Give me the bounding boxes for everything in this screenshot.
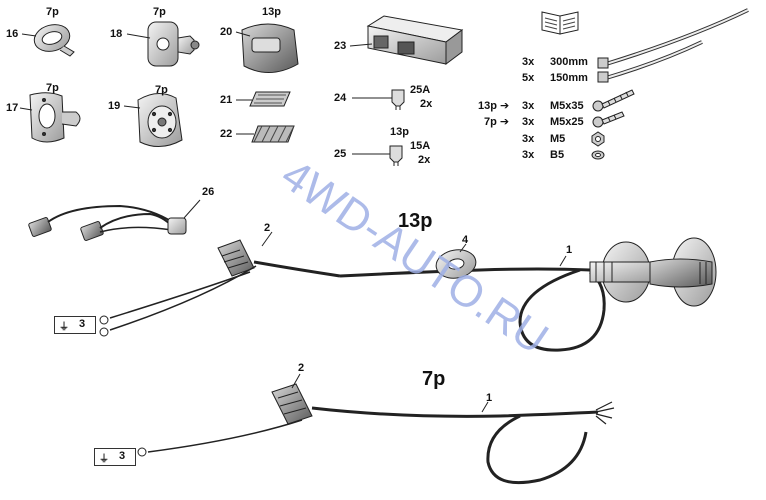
hw-spec: M5	[550, 133, 566, 145]
washer-b5-icon	[591, 150, 605, 160]
harness-7p	[137, 373, 615, 485]
hw-qty: 3x	[522, 149, 535, 161]
harness-13p-label-2: 2	[264, 222, 271, 234]
hw-spec: M5x25	[550, 116, 584, 128]
hw-spec: 150mm	[550, 72, 588, 84]
harness-13p	[99, 231, 717, 352]
screw-m5x35	[592, 89, 635, 112]
label-24-qty: 2x	[420, 98, 433, 110]
label-16-pins: 7p	[46, 6, 59, 18]
hw-qty: 3x	[522, 133, 535, 145]
harness-13p-label-1: 1	[566, 244, 573, 256]
part-26-adapter-harness	[28, 199, 201, 241]
part-21-pad	[236, 91, 291, 107]
hw-qty: 3x	[522, 116, 535, 128]
label-25-qty: 2x	[418, 154, 431, 166]
label-16: 16	[6, 28, 19, 40]
label-17-pins: 7p	[46, 82, 59, 94]
label-24-rating: 25A	[410, 84, 431, 96]
part-16-gasket	[21, 24, 75, 57]
label-25: 25	[334, 148, 347, 160]
part-22-pad	[236, 125, 295, 143]
harness-7p-label-2: 2	[298, 362, 305, 374]
label-20: 20	[220, 26, 233, 38]
label-19-pins: 7p	[155, 84, 168, 96]
hw-spec: M5x35	[550, 100, 584, 112]
hw-qty: 5x	[522, 72, 535, 84]
label-25-pins: 13p	[390, 126, 409, 138]
cable-tie-150mm	[597, 40, 703, 83]
ground-icon: ⏚	[99, 454, 109, 465]
label-25-rating: 15A	[410, 140, 431, 152]
label-21: 21	[220, 94, 233, 106]
book-icon	[541, 11, 579, 35]
hw-prefix: 7p ➔	[484, 116, 510, 128]
part-19-socket-7p	[123, 93, 183, 147]
part-18-flange	[126, 21, 200, 67]
label-23: 23	[334, 40, 347, 52]
label-18-pins: 7p	[153, 6, 166, 18]
label-19: 19	[108, 100, 121, 112]
part-23-module	[349, 15, 464, 65]
harness-7p-title: 7p	[422, 368, 446, 390]
hw-qty: 3x	[522, 56, 535, 68]
part-24-fuse	[352, 89, 405, 110]
hw-spec: B5	[550, 149, 565, 161]
ground-box-13p: ⏚ 3	[54, 316, 96, 334]
ground-icon: ⏚	[59, 322, 69, 333]
hw-prefix: 13p ➔	[478, 100, 510, 112]
label-24: 24	[334, 92, 347, 104]
label-18: 18	[110, 28, 123, 40]
part-25-fuse	[352, 145, 403, 166]
label-17: 17	[6, 102, 19, 114]
label-26: 26	[202, 186, 215, 198]
ground-label: 3	[79, 318, 86, 330]
hw-spec: 300mm	[550, 56, 588, 68]
ground-box-7p: ⏚ 3	[94, 448, 136, 466]
part-17-seal	[19, 92, 81, 143]
screw-m5x25	[592, 111, 625, 128]
part-20-socket-13p	[235, 23, 299, 73]
harness-13p-title: 13p	[398, 210, 433, 232]
nut-m5-icon	[591, 131, 605, 147]
hw-qty: 3x	[522, 100, 535, 112]
harness-13p-label-4: 4	[462, 234, 469, 246]
harness-7p-label-1: 1	[486, 392, 493, 404]
cable-tie-300mm	[597, 8, 749, 69]
label-20-pins: 13p	[262, 6, 281, 18]
label-22: 22	[220, 128, 233, 140]
ground-label: 3	[119, 450, 126, 462]
